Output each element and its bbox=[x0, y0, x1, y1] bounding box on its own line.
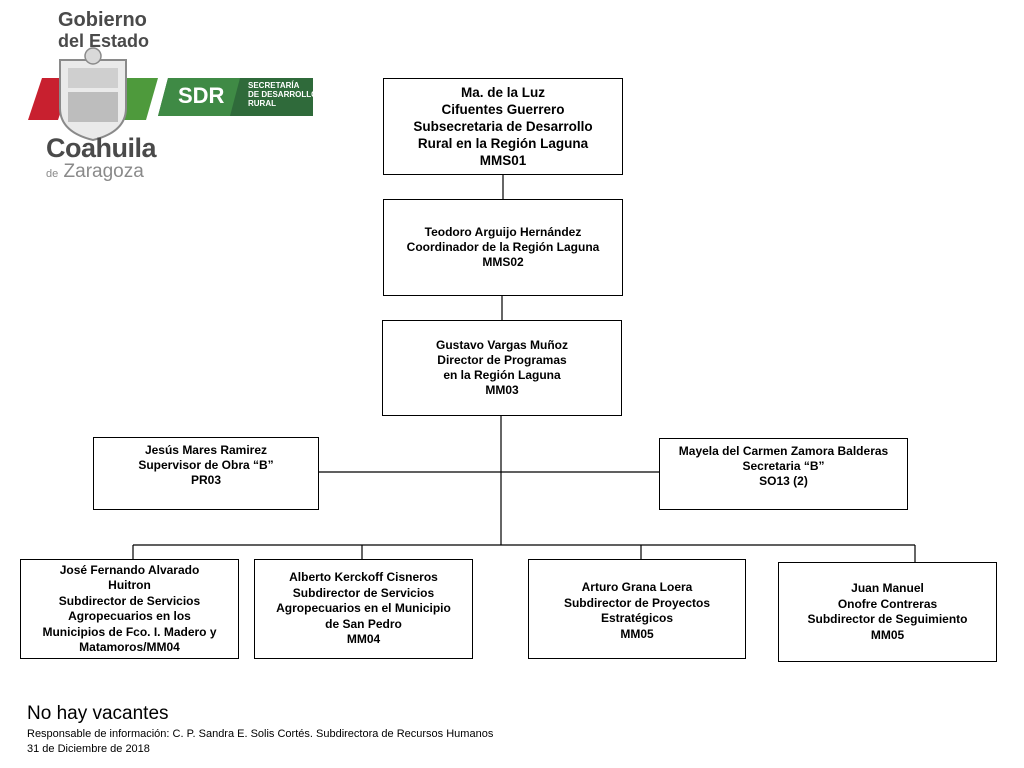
box-line: Subsecretaria de Desarrollo bbox=[413, 119, 593, 134]
government-logo bbox=[28, 8, 318, 186]
box-line: SO13 (2) bbox=[759, 474, 808, 488]
box-line: Mayela del Carmen Zamora Balderas bbox=[678, 444, 889, 458]
footer-vacancies-note: No hay vacantes bbox=[27, 703, 169, 724]
footer-date: 31 de Diciembre de 2018 bbox=[27, 743, 150, 755]
logo-zaragoza-text: de Zaragoza bbox=[46, 161, 144, 182]
box-line: Teodoro Arguijo Hernández bbox=[424, 225, 582, 239]
box-line: Supervisor de Obra “B” bbox=[138, 458, 274, 472]
box-line: Jesús Mares Ramirez bbox=[144, 443, 268, 457]
box-line: Onofre Contreras bbox=[837, 596, 938, 611]
box-line: Subdirector de Proyectos bbox=[563, 595, 711, 610]
box-line: MMS01 bbox=[479, 153, 527, 168]
box-line: Ma. de la Luz bbox=[460, 85, 545, 100]
org-box-subdirector-servicios-san-pedro: Alberto Kerckoff Cisneros Subdirector de… bbox=[254, 559, 473, 659]
box-line: Cifuentes Guerrero bbox=[441, 102, 565, 117]
org-box-subdirector-seguimiento: Juan Manuel Onofre Contreras Subdirector… bbox=[778, 562, 997, 662]
org-box-director: Gustavo Vargas Muñoz Director de Program… bbox=[382, 320, 622, 416]
box-line: José Fernando Alvarado bbox=[59, 562, 200, 577]
sdr-acronym: SDR bbox=[178, 83, 225, 108]
box-line: Municipios de Fco. I. Madero y bbox=[42, 624, 217, 639]
box-line: Agropecuarios en el Municipio bbox=[276, 601, 451, 616]
org-box-subdirector-proyectos: Arturo Grana Loera Subdirector de Proyec… bbox=[528, 559, 746, 659]
box-line: Subdirector de Servicios bbox=[292, 585, 435, 600]
box-line: en la Región Laguna bbox=[443, 368, 561, 382]
box-line: Juan Manuel bbox=[851, 581, 924, 595]
org-box-subdirector-servicios-madero: José Fernando Alvarado Huitron Subdirect… bbox=[20, 559, 239, 659]
box-line: Coordinador de la Región Laguna bbox=[406, 240, 600, 254]
box-line: Estratégicos bbox=[600, 611, 674, 625]
box-line: Arturo Grana Loera bbox=[581, 580, 693, 594]
sdr-full-name: SECRETARÍA DE DESARROLLO RURAL bbox=[248, 81, 318, 108]
footer-responsible: Responsable de información: C. P. Sandra… bbox=[27, 728, 494, 740]
box-line: MM05 bbox=[620, 626, 654, 641]
box-line: MM03 bbox=[485, 383, 519, 397]
box-line: de San Pedro bbox=[325, 616, 402, 631]
box-line: Rural en la Región Laguna bbox=[417, 136, 589, 151]
org-box-subsecretaria: Ma. de la Luz Cifuentes Guerrero Subsecr… bbox=[383, 78, 623, 175]
org-box-supervisor-obra: Jesús Mares Ramirez Supervisor de Obra “… bbox=[93, 437, 319, 510]
box-line: Huitron bbox=[108, 578, 151, 592]
org-box-coordinador: Teodoro Arguijo Hernández Coordinador de… bbox=[383, 199, 623, 296]
box-line: Gustavo Vargas Muñoz bbox=[435, 338, 569, 352]
box-line: Matamoros/MM04 bbox=[79, 640, 180, 654]
box-line: Director de Programas bbox=[437, 353, 567, 367]
box-line: PR03 bbox=[190, 473, 222, 487]
org-box-secretaria: Mayela del Carmen Zamora Balderas Secret… bbox=[659, 438, 908, 510]
box-line: MM04 bbox=[346, 632, 381, 647]
box-line: Alberto Kerckoff Cisneros bbox=[289, 570, 438, 585]
box-line: Subdirector de Servicios bbox=[58, 593, 201, 608]
logo-gobierno-text: Gobierno bbox=[58, 9, 147, 31]
box-line: MMS02 bbox=[482, 255, 524, 269]
box-line: MM05 bbox=[870, 627, 905, 642]
box-line: Agropecuarios en los bbox=[68, 609, 191, 623]
box-line: Subdirector de Seguimiento bbox=[807, 612, 968, 626]
box-line: Secretaria “B” bbox=[742, 459, 825, 473]
logo-del-estado-text: del Estado bbox=[58, 31, 150, 51]
logo-coahuila-text: Coahuila bbox=[46, 133, 157, 163]
